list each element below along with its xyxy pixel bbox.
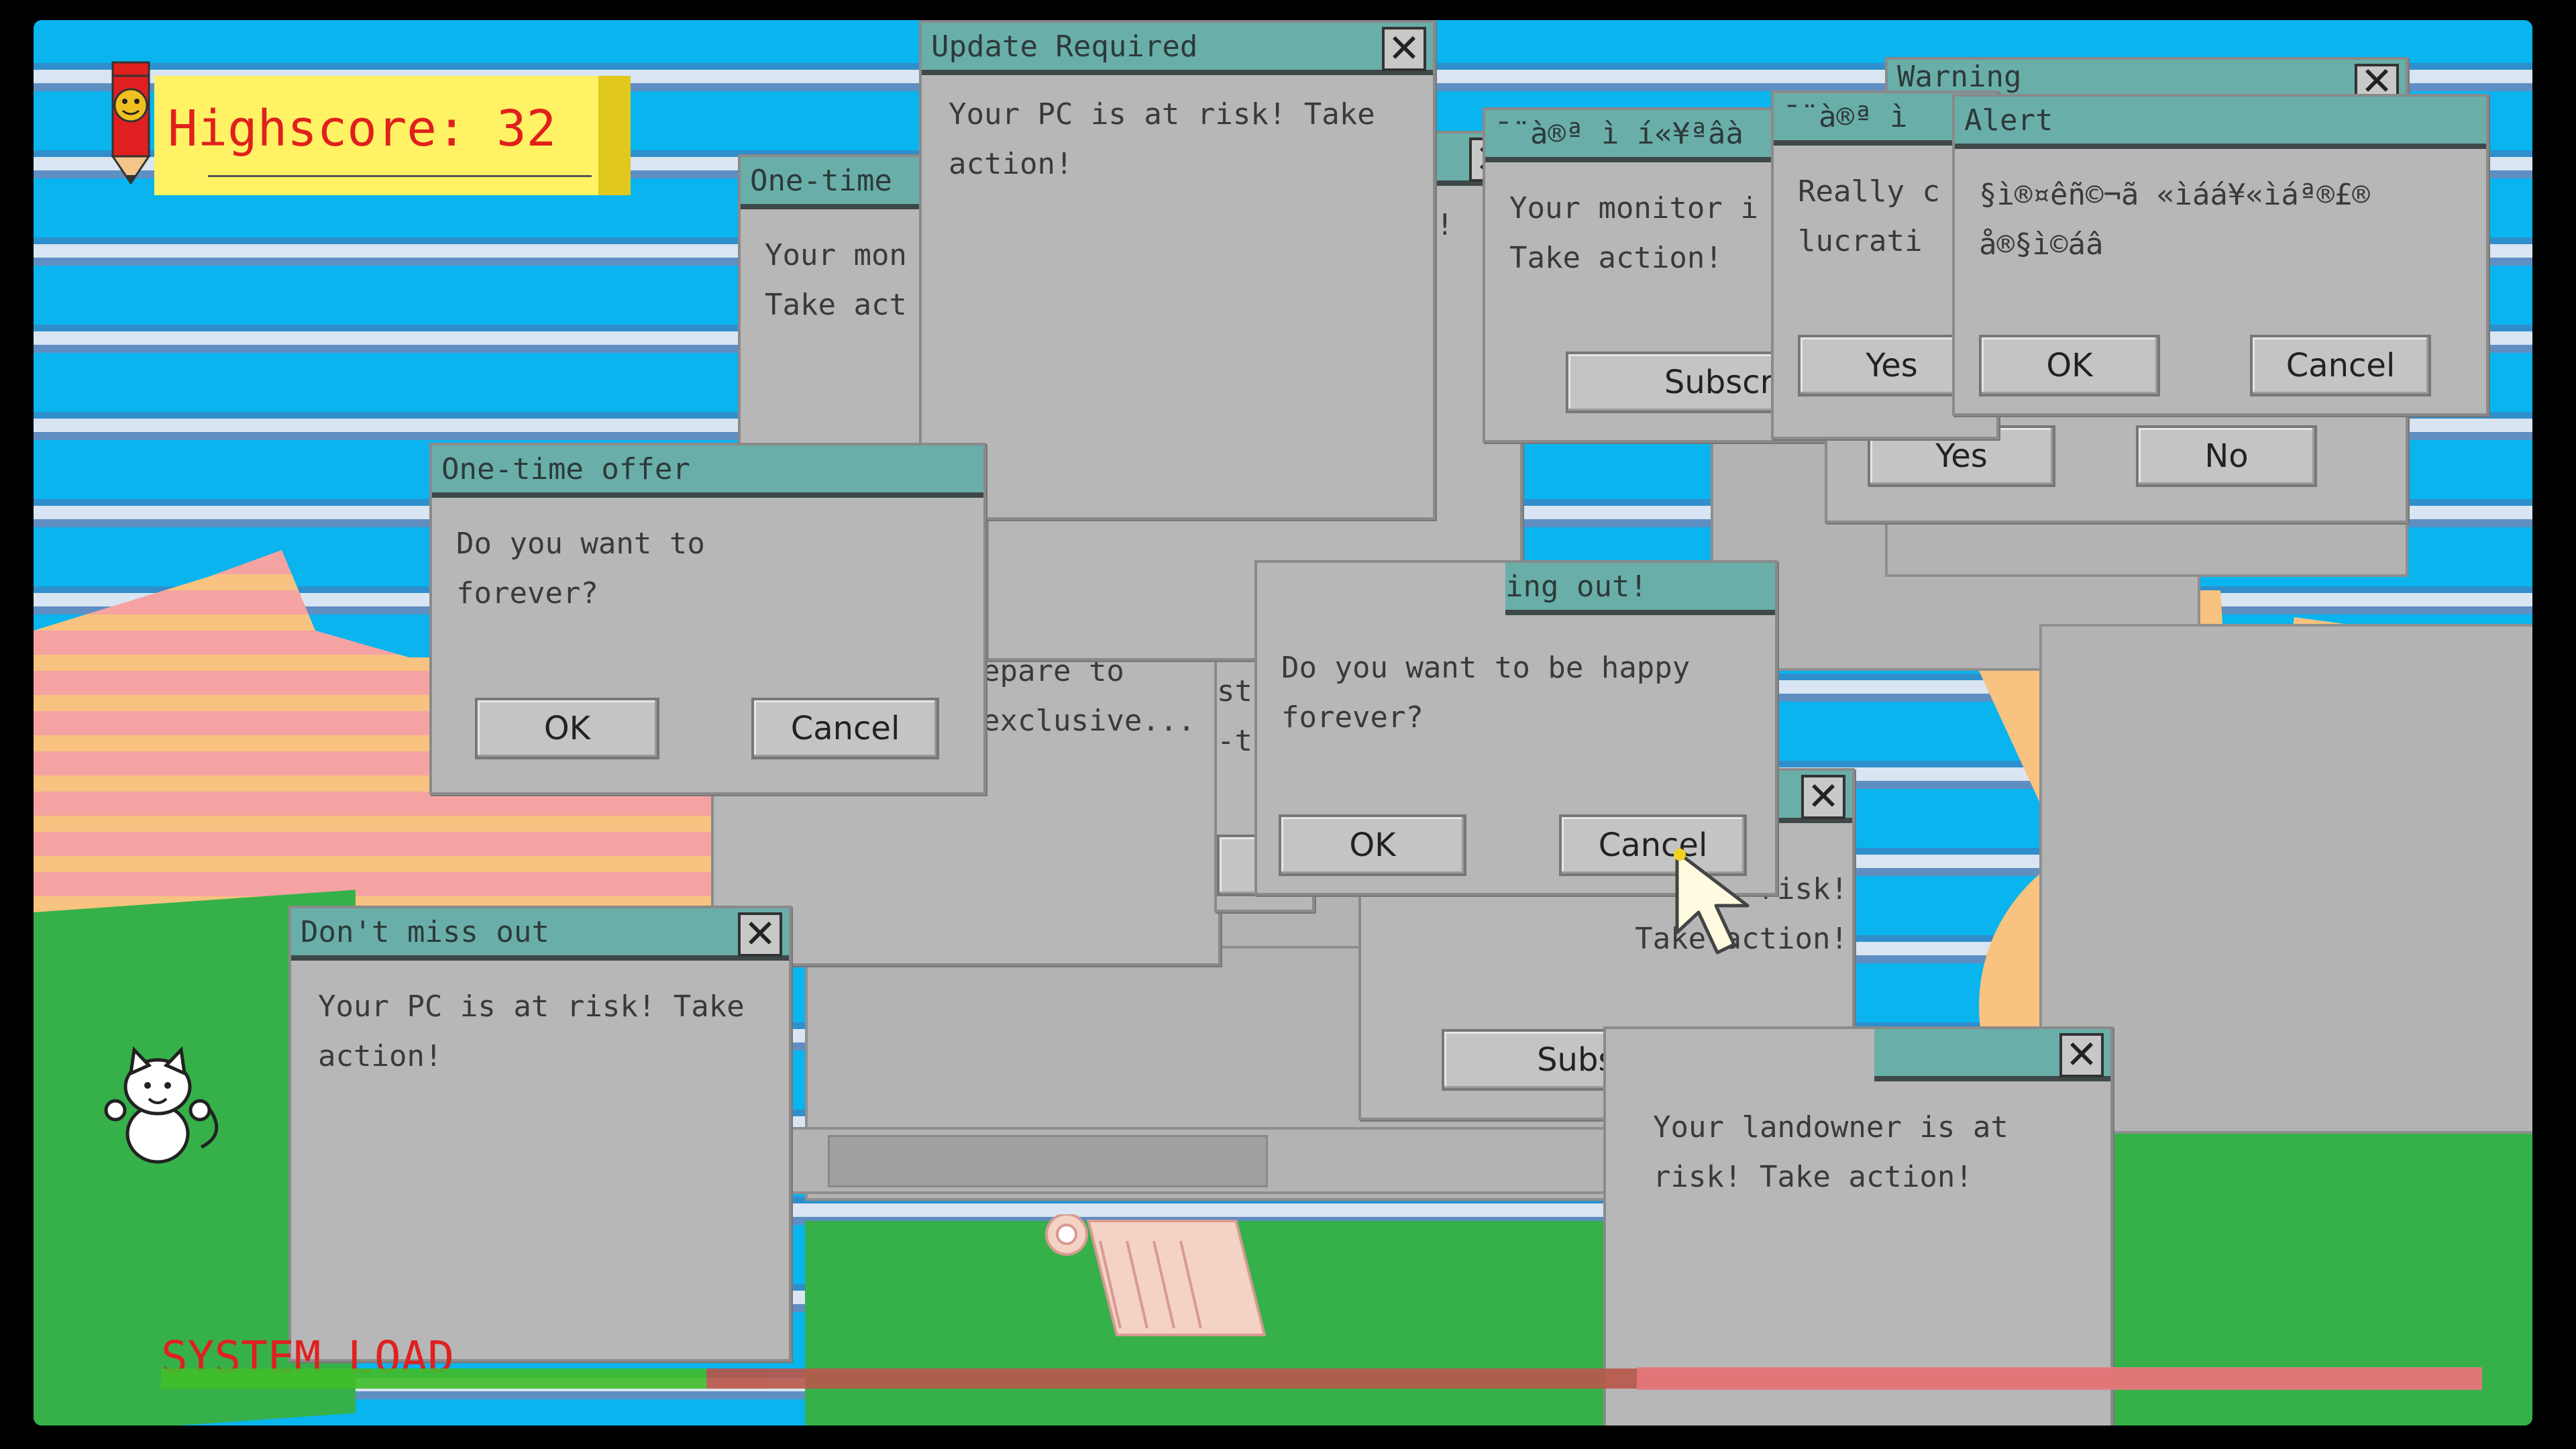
title-bar[interactable]: ¯¨à®ª ì <box>1774 93 1996 146</box>
yes-no-window: Yes No <box>1825 396 2408 523</box>
cancel-button[interactable]: Cancel <box>751 698 939 759</box>
message-text: Do you want to be happy forever? <box>1281 651 1690 735</box>
pencil-mascot-icon <box>111 61 151 184</box>
system-load-overlay <box>1637 1367 2482 1390</box>
system-load-fill <box>161 1368 707 1389</box>
missing-out-window: ing out! Do you want to be happy forever… <box>1254 560 1778 896</box>
title-bar[interactable]: One-time offer <box>432 445 983 498</box>
background-window <box>2039 624 2532 1134</box>
title-bar[interactable]: ✕ <box>1874 1029 2110 1081</box>
cancel-button[interactable]: Cancel <box>1559 814 1747 876</box>
landowner-window: ✕ Your landowner is at risk! Take action… <box>1603 1026 2113 1426</box>
window-title: Warning <box>1897 60 2022 94</box>
update-required-window: Update Required ✕ Your PC is at risk! Ta… <box>919 20 1436 520</box>
highscore-label: Highscore: <box>168 100 467 158</box>
window-title: ¯¨à®ª ì <box>1783 100 1908 134</box>
striped-mountain <box>34 550 738 926</box>
message-text: Your monitor i Take action! <box>1509 191 1758 275</box>
mouse-cursor-icon <box>1674 849 1750 955</box>
message-text: Your landowner is at risk! Take action! <box>1653 1110 2008 1194</box>
close-icon[interactable]: ✕ <box>1382 27 1426 71</box>
window-title: ing out! <box>1505 570 1648 604</box>
message-text: Do you want to forever? <box>456 527 705 610</box>
onetime-offer-window: One-time offer Do you want to forever? O… <box>429 443 986 795</box>
scroll-icon[interactable] <box>1026 1214 1281 1348</box>
window-title: One-time offer <box>441 452 690 486</box>
title-bar[interactable]: Don't miss out ✕ <box>291 908 789 961</box>
highscore-value: 32 <box>496 100 557 158</box>
scrollbar-thumb[interactable] <box>828 1135 1268 1187</box>
ok-button[interactable]: OK <box>1979 335 2160 396</box>
title-bar[interactable]: Update Required ✕ <box>922 23 1433 75</box>
window-title: ¯¨à®ª ì í«¥ªâà <box>1495 117 1743 151</box>
alert-window: Alert §ì®¤êñ©¬ã «ìáá¥«ìáª®£® å®§ì©áâ OK … <box>1952 94 2489 416</box>
close-icon[interactable]: ✕ <box>738 912 782 957</box>
window-title: Update Required <box>931 30 1198 64</box>
window-title: Alert <box>1964 103 2053 138</box>
highscore-panel: Highscore: 32 <box>74 57 644 195</box>
game-screen: Highscore: 32 epare to exclusive... sti … <box>34 20 2532 1426</box>
title-bar[interactable]: Alert <box>1955 97 2486 149</box>
highscore-note: Highscore: 32 <box>154 76 631 195</box>
close-icon[interactable]: ✕ <box>1801 775 1845 819</box>
highscore-text: Highscore: 32 <box>168 100 556 158</box>
dont-miss-out-window: Don't miss out ✕ Your PC is at risk! Tak… <box>288 906 792 1362</box>
close-icon[interactable]: ✕ <box>2355 62 2399 101</box>
window-title: Don't miss out <box>301 915 549 949</box>
message-text: §ì®¤êñ©¬ã «ìáá¥«ìáª®£® å®§ì©áâ <box>1979 178 2370 262</box>
window-title: One-time <box>750 164 892 198</box>
message-text: Your PC is at risk! Take action! <box>318 989 745 1073</box>
message-text: epare to exclusive... <box>982 654 1195 738</box>
cancel-button[interactable]: Cancel <box>2250 335 2431 396</box>
note-underline <box>208 175 592 177</box>
message-text: Your PC is at risk! Take action! <box>949 97 1375 181</box>
ok-button[interactable]: OK <box>1279 814 1466 876</box>
ok-button[interactable]: OK <box>475 698 659 759</box>
title-bar[interactable]: ing out! <box>1505 563 1775 615</box>
cat-icon[interactable] <box>101 1046 228 1167</box>
message-text: Your mon Take act <box>765 238 907 322</box>
message-text: Really c lucrati <box>1798 174 1940 258</box>
no-button[interactable]: No <box>2136 425 2317 487</box>
close-icon[interactable]: ✕ <box>2059 1033 2104 1077</box>
background-window-scrollbar <box>738 1127 1657 1194</box>
